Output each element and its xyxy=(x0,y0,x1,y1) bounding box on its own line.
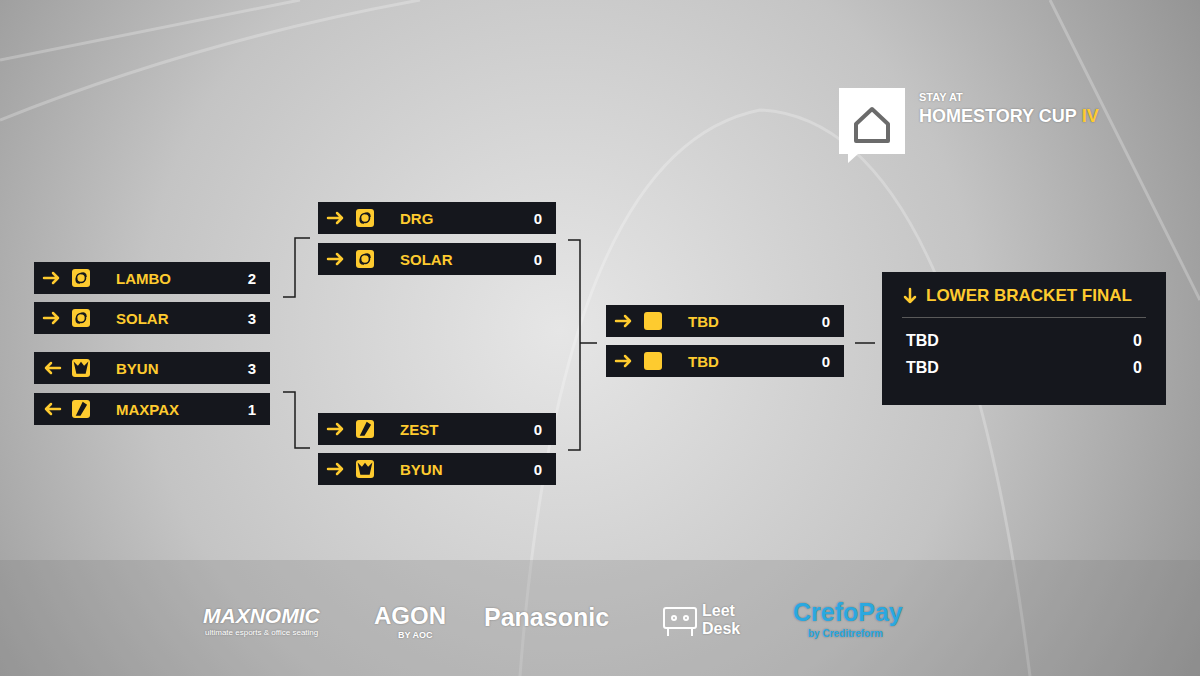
final-panel: LOWER BRACKET FINALTBD0TBD0 xyxy=(882,272,1166,405)
match-score: 0 xyxy=(1133,332,1146,350)
match-score: 0 xyxy=(534,210,542,227)
direction-arrow xyxy=(44,313,58,323)
direction-arrow xyxy=(46,363,60,373)
row-icons xyxy=(42,358,98,378)
player-name: DRG xyxy=(400,210,520,227)
player-slot: BYUN 0 xyxy=(318,453,556,485)
player-slot: LAMBO 2 xyxy=(34,262,270,294)
sponsor-tagline: ultimate esports & office seating xyxy=(205,628,318,637)
direction-arrow xyxy=(328,464,342,474)
logo-text: STAY AT xyxy=(919,91,963,103)
row-icons xyxy=(42,399,98,419)
direction-arrow xyxy=(328,424,342,434)
sponsor-tagline: BY AOC xyxy=(398,630,433,640)
direction-arrow xyxy=(46,404,60,414)
player-slot: SOLAR 0 xyxy=(318,243,556,275)
row-icons xyxy=(614,351,670,371)
match-score: 1 xyxy=(248,401,256,418)
match-score: 2 xyxy=(248,270,256,287)
sponsor-logo: Panasonic xyxy=(484,603,609,632)
logo-numeral: IV xyxy=(1082,106,1099,127)
player-slot: TBD 0 xyxy=(606,345,844,377)
race-badge xyxy=(644,352,662,370)
match-score: 0 xyxy=(534,421,542,438)
row-icons xyxy=(42,268,98,288)
player-name: TBD xyxy=(688,353,808,370)
race-badge xyxy=(356,209,374,227)
player-slot: SOLAR 3 xyxy=(34,302,270,334)
player-name: MAXPAX xyxy=(116,401,234,418)
player-slot: ZEST 0 xyxy=(318,413,556,445)
player-name: BYUN xyxy=(400,461,520,478)
final-slot: TBD 0 xyxy=(902,327,1146,354)
player-slot: BYUN 3 xyxy=(34,352,270,384)
sponsor-logo: CrefoPay xyxy=(793,598,903,627)
race-symbol xyxy=(360,213,370,223)
race-symbol xyxy=(77,403,86,415)
player-name: SOLAR xyxy=(116,310,234,327)
player-slot: TBD 0 xyxy=(606,305,844,337)
player-name: TBD xyxy=(902,359,939,377)
sponsor-logo: AGON xyxy=(374,602,446,630)
match-score: 0 xyxy=(534,251,542,268)
direction-arrow xyxy=(44,273,58,283)
row-icons xyxy=(614,311,670,331)
match-score: 0 xyxy=(534,461,542,478)
row-icons xyxy=(326,208,382,228)
match-score: 0 xyxy=(1133,359,1146,377)
player-name: BYUN xyxy=(116,360,234,377)
row-icons xyxy=(326,419,382,439)
sponsor-tagline: by Creditreform xyxy=(808,628,883,639)
race-badge xyxy=(72,309,90,327)
race-symbol xyxy=(75,363,87,373)
sponsor-logo: Desk xyxy=(702,620,740,638)
match-score: 3 xyxy=(248,360,256,377)
race-symbol xyxy=(360,254,370,264)
match-score: 0 xyxy=(822,353,830,370)
down-arrow xyxy=(902,287,918,305)
player-name: ZEST xyxy=(400,421,520,438)
race-badge xyxy=(356,460,374,478)
logo-text: HOMESTORY CUP xyxy=(919,106,1077,127)
bracket-lines xyxy=(283,238,875,450)
player-slot: MAXPAX 1 xyxy=(34,393,270,425)
match-score: 3 xyxy=(248,310,256,327)
panel-heading: LOWER BRACKET FINAL xyxy=(926,286,1132,306)
match-score: 0 xyxy=(822,313,830,330)
direction-arrow xyxy=(616,356,630,366)
race-symbol xyxy=(76,313,86,323)
player-name: TBD xyxy=(902,332,939,350)
row-icons xyxy=(42,308,98,328)
divider xyxy=(902,317,1146,318)
direction-arrow xyxy=(328,254,342,264)
race-symbol xyxy=(76,273,86,283)
race-badge xyxy=(72,269,90,287)
final-slot: TBD 0 xyxy=(902,354,1146,381)
race-badge xyxy=(72,359,90,377)
race-symbol xyxy=(361,423,370,435)
race-symbol xyxy=(359,464,371,474)
player-name: LAMBO xyxy=(116,270,234,287)
floor-shade xyxy=(0,560,1200,676)
row-icons xyxy=(326,249,382,269)
sponsor-logo: MAXNOMIC xyxy=(203,604,320,628)
row-icons xyxy=(326,459,382,479)
player-name: TBD xyxy=(688,313,808,330)
player-slot: DRG 0 xyxy=(318,202,556,234)
race-badge xyxy=(644,312,662,330)
race-badge xyxy=(356,250,374,268)
sponsor-logo: Leet xyxy=(702,602,735,620)
direction-arrow xyxy=(328,213,342,223)
final-header: LOWER BRACKET FINAL xyxy=(902,286,1146,306)
direction-arrow xyxy=(616,316,630,326)
cup-logo xyxy=(839,88,905,163)
race-badge xyxy=(356,420,374,438)
leetdesk-icon xyxy=(664,608,696,636)
player-name: SOLAR xyxy=(400,251,520,268)
race-badge xyxy=(72,400,90,418)
